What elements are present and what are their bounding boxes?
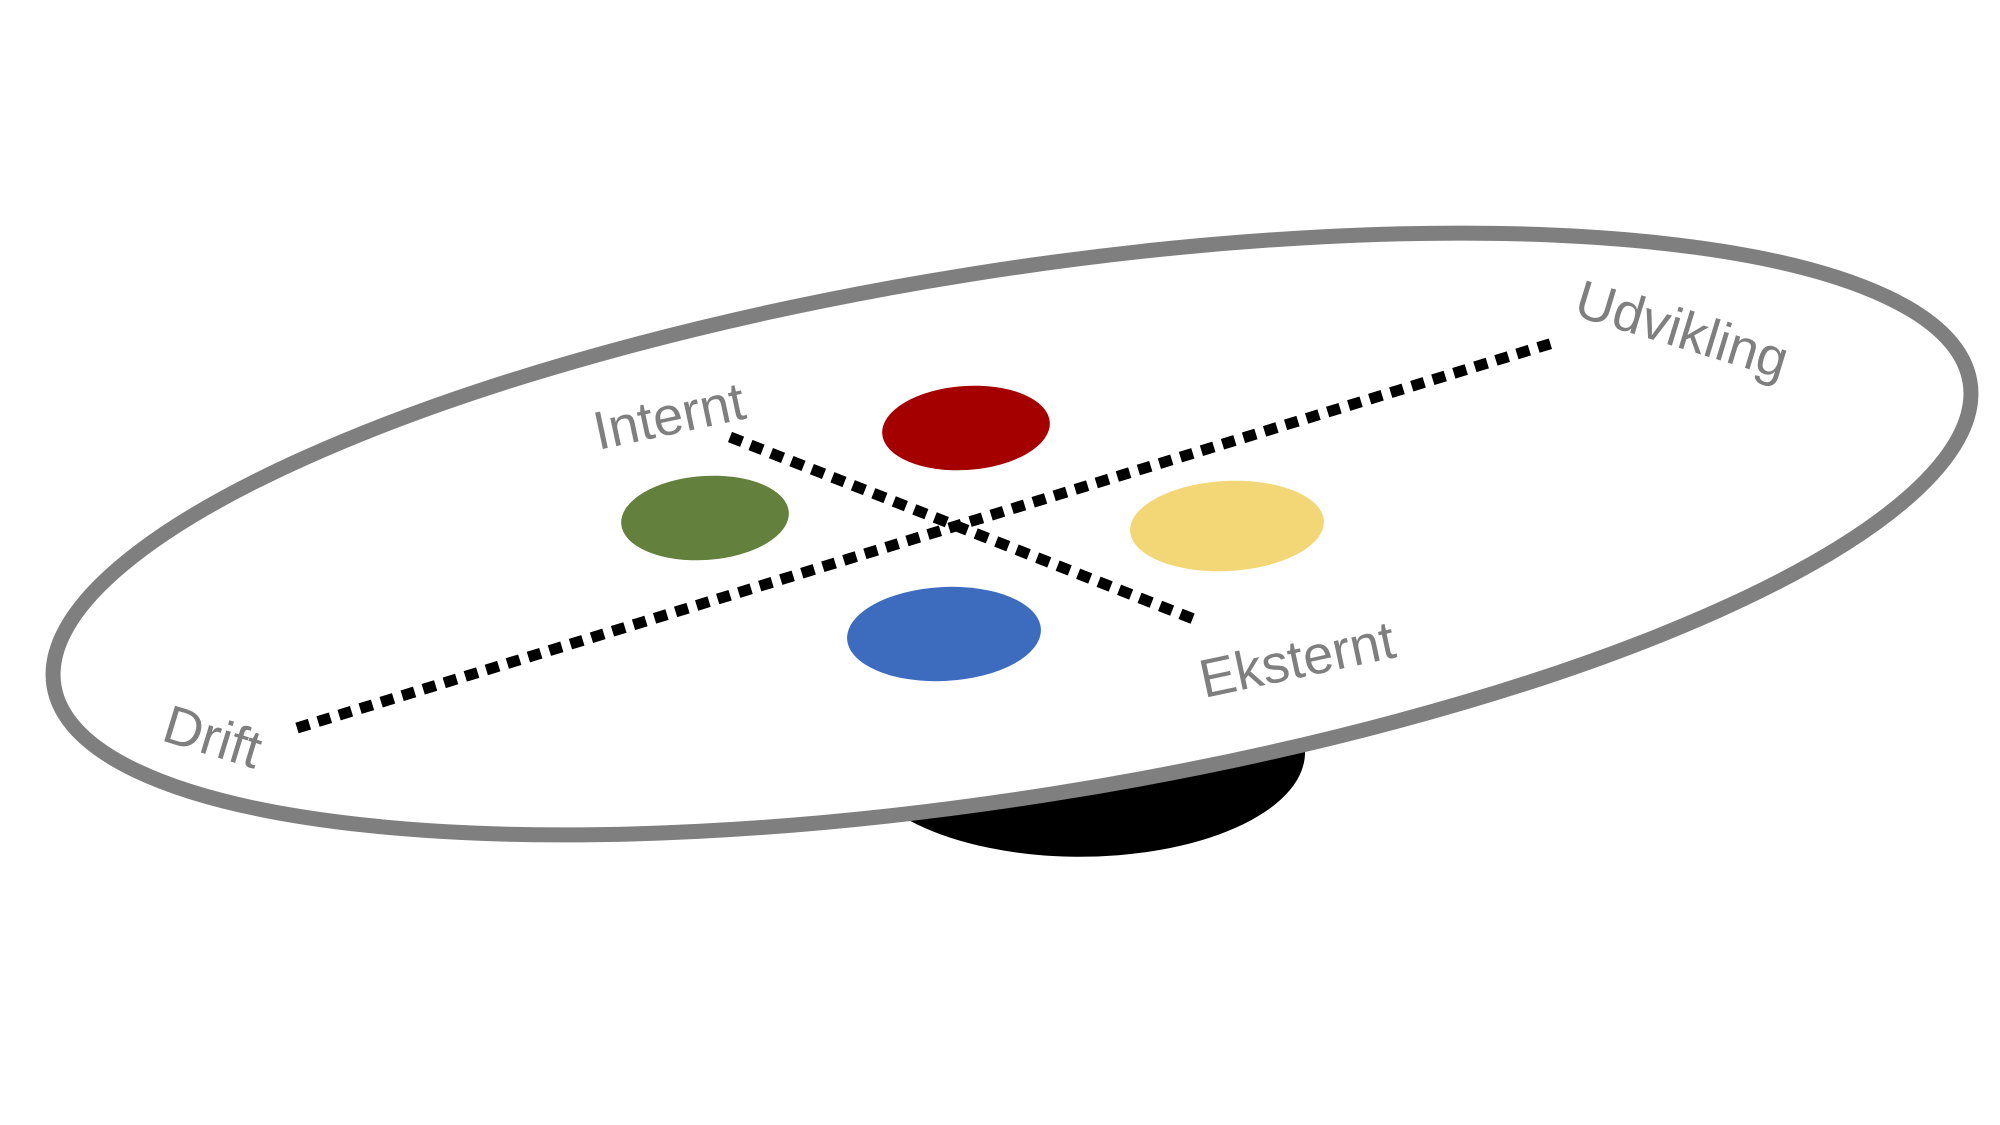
board-outline — [45, 225, 1979, 843]
blue-dot — [847, 586, 1041, 682]
green-dot — [621, 475, 789, 561]
axis-internt-eksternt — [727, 431, 1199, 626]
yellow-dot — [1130, 480, 1324, 572]
red-dot — [882, 385, 1050, 471]
